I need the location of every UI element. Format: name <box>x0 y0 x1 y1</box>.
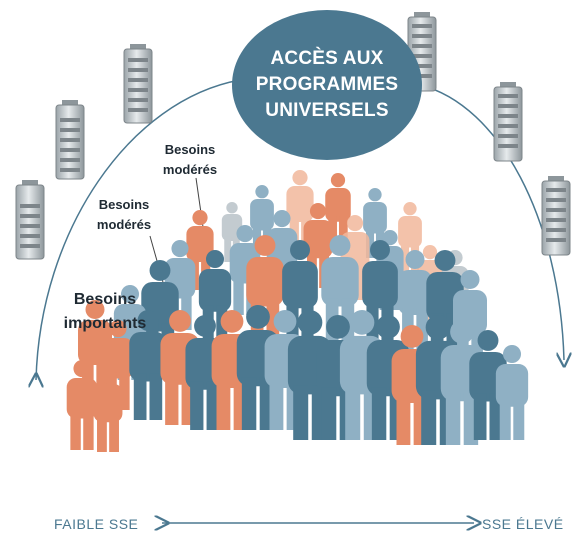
label-moderate-needs-mid: Besoins modérés <box>84 195 164 235</box>
label-important-needs: Besoins importants <box>50 288 160 336</box>
axis-label-low-sse: FAIBLE SSE <box>54 516 139 532</box>
person-icon <box>325 173 351 248</box>
title-line: ACCÈS AUX <box>270 48 384 69</box>
arc-left <box>36 79 241 380</box>
person-icon <box>495 345 529 440</box>
label-line: modérés <box>162 162 218 177</box>
person-icon <box>93 367 123 452</box>
title-line: UNIVERSELS <box>265 100 389 121</box>
label-line: modérés <box>96 217 152 232</box>
label-moderate-needs-top: Besoins modérés <box>150 140 230 180</box>
label-line: Besoins <box>98 197 150 212</box>
arc-right <box>419 84 564 360</box>
crowd <box>66 170 529 452</box>
battery-icon <box>493 82 523 162</box>
axis-label-high-sse: SSE ÉLEVÉ <box>482 516 564 532</box>
person-icon <box>66 360 98 450</box>
battery-icon <box>123 44 153 124</box>
person-icon <box>469 330 507 440</box>
label-line: Besoins <box>73 291 137 308</box>
battery-icon <box>55 100 85 180</box>
label-line: Besoins <box>164 142 216 157</box>
title-bubble: ACCÈS AUX PROGRAMMES UNIVERSELS <box>232 10 422 160</box>
battery-icon <box>15 180 45 260</box>
label-line: importants <box>63 315 147 332</box>
battery-icon <box>541 176 571 256</box>
title-line: PROGRAMMES <box>255 74 399 95</box>
person-icon <box>129 310 167 420</box>
